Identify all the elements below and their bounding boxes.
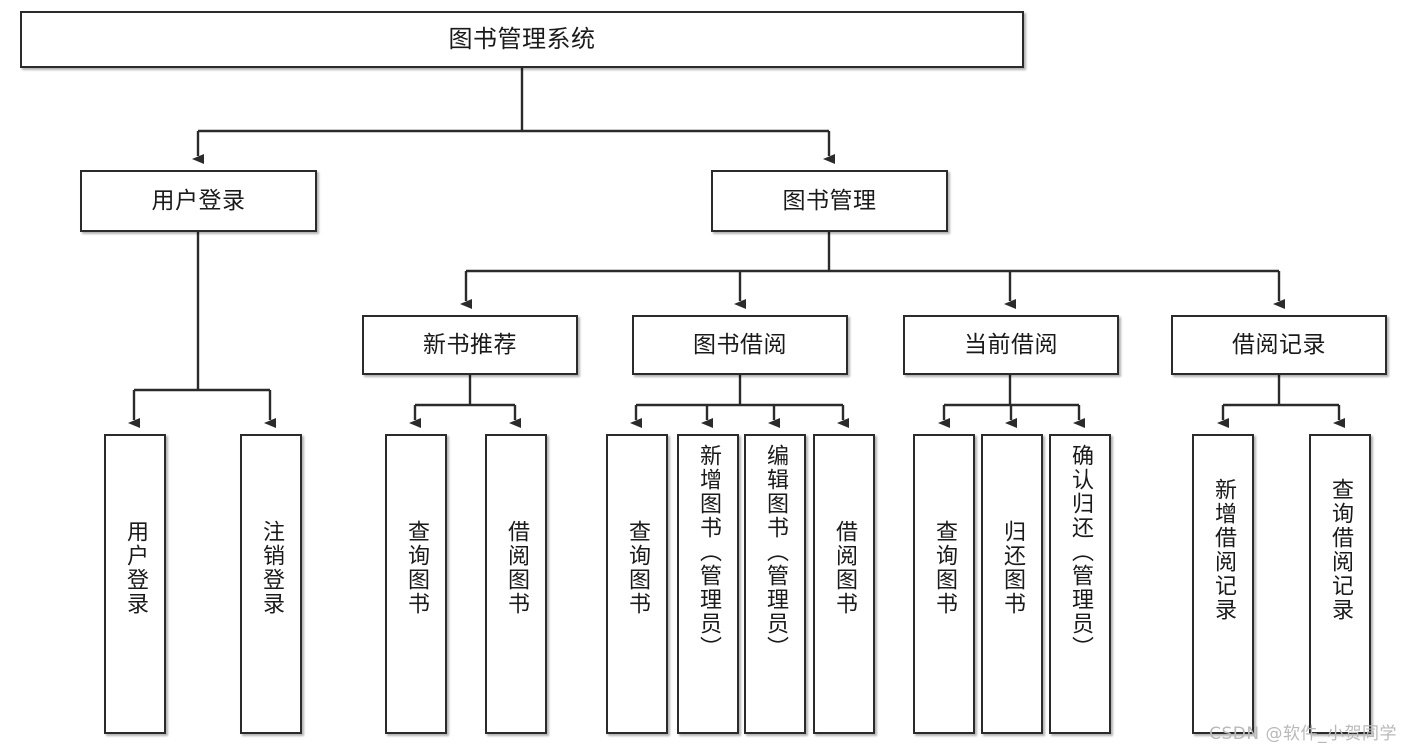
node-leaf-query-record-label: 查询借阅记录 <box>1328 478 1353 622</box>
node-leaf-borrow-book-2[interactable]: 借阅图书 <box>813 434 875 734</box>
node-leaf-return-book-label: 归还图书 <box>1000 520 1025 616</box>
node-user-login-label: 用户登录 <box>151 187 246 214</box>
node-leaf-query-book-1-label: 查询图书 <box>404 520 429 616</box>
node-leaf-borrow-book-1-label: 借阅图书 <box>504 520 529 616</box>
watermark-text: CSDN @软件_小贺同学 <box>1209 724 1397 744</box>
node-leaf-add-book-label: 新增图书（管理员） <box>696 444 721 660</box>
node-root[interactable]: 图书管理系统 <box>20 11 1024 68</box>
node-leaf-query-book-2[interactable]: 查询图书 <box>606 434 668 734</box>
node-leaf-query-record[interactable]: 查询借阅记录 <box>1309 434 1371 734</box>
node-leaf-borrow-book-2-label: 借阅图书 <box>832 520 857 616</box>
node-leaf-query-book-3-label: 查询图书 <box>932 520 957 616</box>
node-leaf-user-login-label: 用户登录 <box>123 520 148 616</box>
node-leaf-add-record[interactable]: 新增借阅记录 <box>1192 434 1254 734</box>
node-leaf-edit-book-label: 编辑图书（管理员） <box>763 444 788 660</box>
node-leaf-user-logout[interactable]: 注销登录 <box>240 434 302 734</box>
node-borrow-record-label: 借阅记录 <box>1232 331 1326 358</box>
node-new-book-recommend-label: 新书推荐 <box>423 331 517 358</box>
node-leaf-query-book-3[interactable]: 查询图书 <box>913 434 975 734</box>
node-user-login[interactable]: 用户登录 <box>80 170 317 232</box>
node-leaf-user-logout-label: 注销登录 <box>259 520 284 616</box>
node-leaf-query-book-2-label: 查询图书 <box>625 520 650 616</box>
node-new-book-recommend[interactable]: 新书推荐 <box>362 315 578 375</box>
node-leaf-query-book-1[interactable]: 查询图书 <box>385 434 447 734</box>
node-book-borrow[interactable]: 图书借阅 <box>632 315 848 375</box>
node-root-label: 图书管理系统 <box>448 24 596 53</box>
node-book-manage-label: 图书管理 <box>782 187 877 214</box>
node-book-manage[interactable]: 图书管理 <box>711 170 948 232</box>
node-leaf-add-book[interactable]: 新增图书（管理员） <box>677 434 739 734</box>
node-leaf-add-record-label: 新增借阅记录 <box>1211 478 1236 622</box>
node-leaf-user-login[interactable]: 用户登录 <box>104 434 166 734</box>
node-book-borrow-label: 图书借阅 <box>693 331 787 358</box>
node-leaf-return-book[interactable]: 归还图书 <box>981 434 1043 734</box>
node-leaf-confirm-return[interactable]: 确认归还（管理员） <box>1049 434 1111 734</box>
node-current-borrow[interactable]: 当前借阅 <box>903 315 1119 375</box>
node-leaf-edit-book[interactable]: 编辑图书（管理员） <box>744 434 806 734</box>
node-leaf-confirm-return-label: 确认归还（管理员） <box>1068 444 1093 660</box>
node-borrow-record[interactable]: 借阅记录 <box>1171 315 1387 375</box>
node-leaf-borrow-book-1[interactable]: 借阅图书 <box>485 434 547 734</box>
node-current-borrow-label: 当前借阅 <box>964 331 1058 358</box>
